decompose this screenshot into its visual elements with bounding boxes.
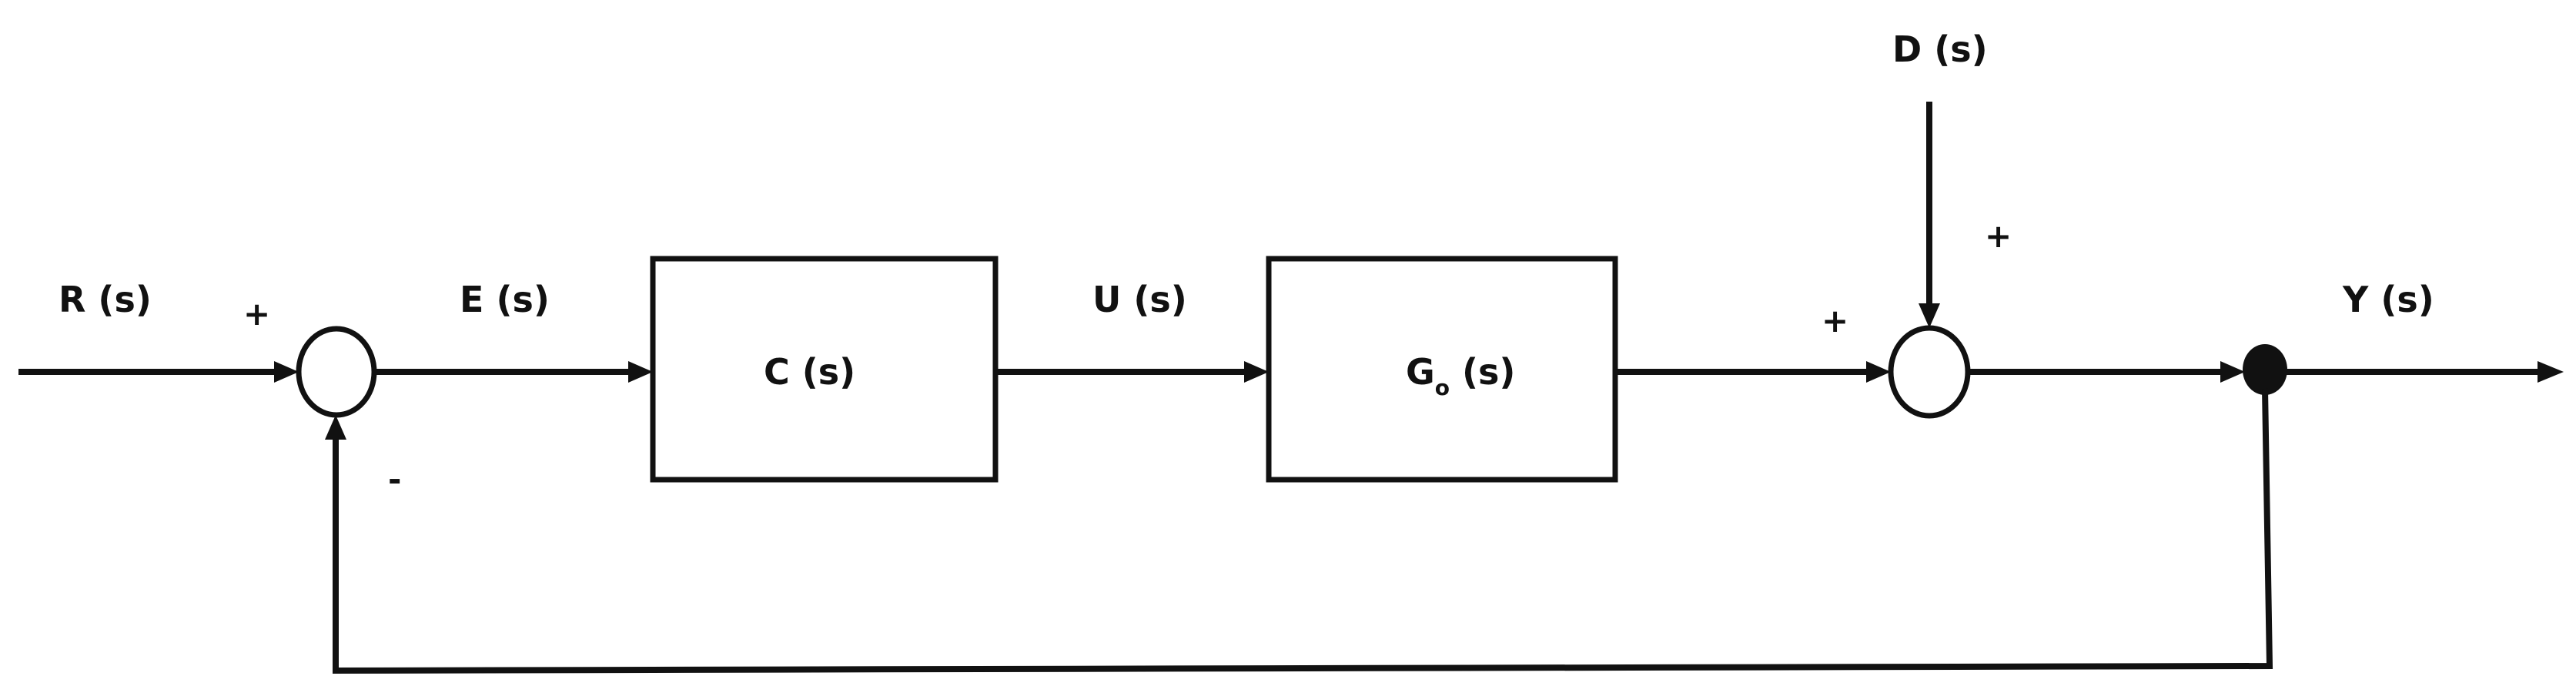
summing-junction-1: [296, 326, 377, 418]
label-output: Y (s): [2342, 279, 2434, 320]
output-arrowhead: [2538, 361, 2564, 383]
error-arrowhead: [628, 361, 653, 383]
label-reference: R (s): [59, 279, 152, 320]
sum2-to-node-arrowhead: [2220, 361, 2245, 383]
sign-sum1-feedback: -: [388, 460, 401, 498]
plant-block: [1266, 256, 1618, 483]
sign-sum1-reference: +: [243, 295, 270, 333]
controller-label: C (s): [764, 351, 855, 393]
plant-output-arrowhead: [1866, 361, 1891, 383]
plant-label-main: G: [1406, 351, 1435, 393]
plant-label: Go (s): [1406, 351, 1515, 400]
disturbance-arrowhead: [1919, 303, 1940, 328]
label-control: U (s): [1092, 279, 1187, 320]
plant-label-subscript: o: [1435, 375, 1450, 400]
label-error: E (s): [460, 279, 550, 320]
control-arrowhead: [1244, 361, 1269, 383]
controller-block: [650, 256, 999, 483]
pickoff-node: [2243, 344, 2287, 395]
summing-junction-2: [1888, 325, 1971, 419]
label-disturbance: D (s): [1892, 28, 1988, 70]
sign-sum2-disturbance: +: [1985, 217, 2012, 255]
sign-sum2-plant: +: [1822, 302, 1848, 340]
feedback-path: [333, 388, 2273, 674]
input-arrowhead: [274, 361, 299, 383]
feedback-arrowhead: [325, 415, 346, 440]
plant-label-argument: (s): [1450, 351, 1515, 393]
